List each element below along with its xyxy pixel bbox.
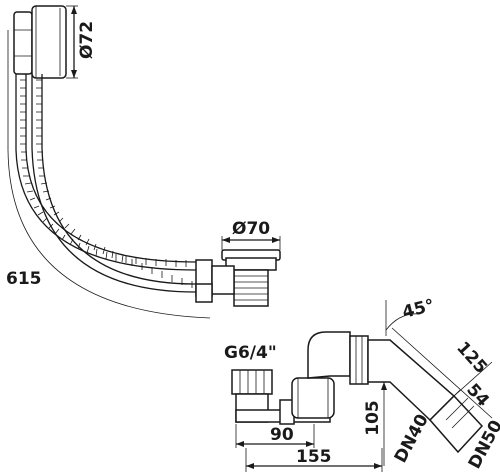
dimension-dia-72: Ø72	[66, 5, 97, 79]
label-105: 105	[363, 400, 383, 436]
dimension-155: 155	[245, 447, 383, 472]
label-615: 615	[6, 269, 42, 289]
flex-hose	[15, 74, 201, 293]
label-90: 90	[270, 425, 294, 445]
trap-assembly	[231, 331, 484, 454]
label-thread: G6/4"	[224, 343, 277, 363]
dimension-dia-70: Ø70	[221, 219, 281, 250]
label-angle: 45°	[400, 296, 436, 323]
label-dn40: DN40	[391, 411, 433, 466]
label-dia-70: Ø70	[232, 219, 270, 239]
drain-plug	[195, 249, 281, 307]
label-dia-72: Ø72	[77, 21, 97, 59]
label-125: 125	[452, 338, 491, 378]
dimension-90: 90	[235, 424, 315, 448]
dimension-615: 615	[6, 30, 211, 319]
dimension-angle: 45°	[385, 296, 436, 336]
label-155: 155	[296, 447, 332, 467]
dimension-105: 105	[363, 382, 387, 466]
overflow-head	[13, 5, 67, 79]
